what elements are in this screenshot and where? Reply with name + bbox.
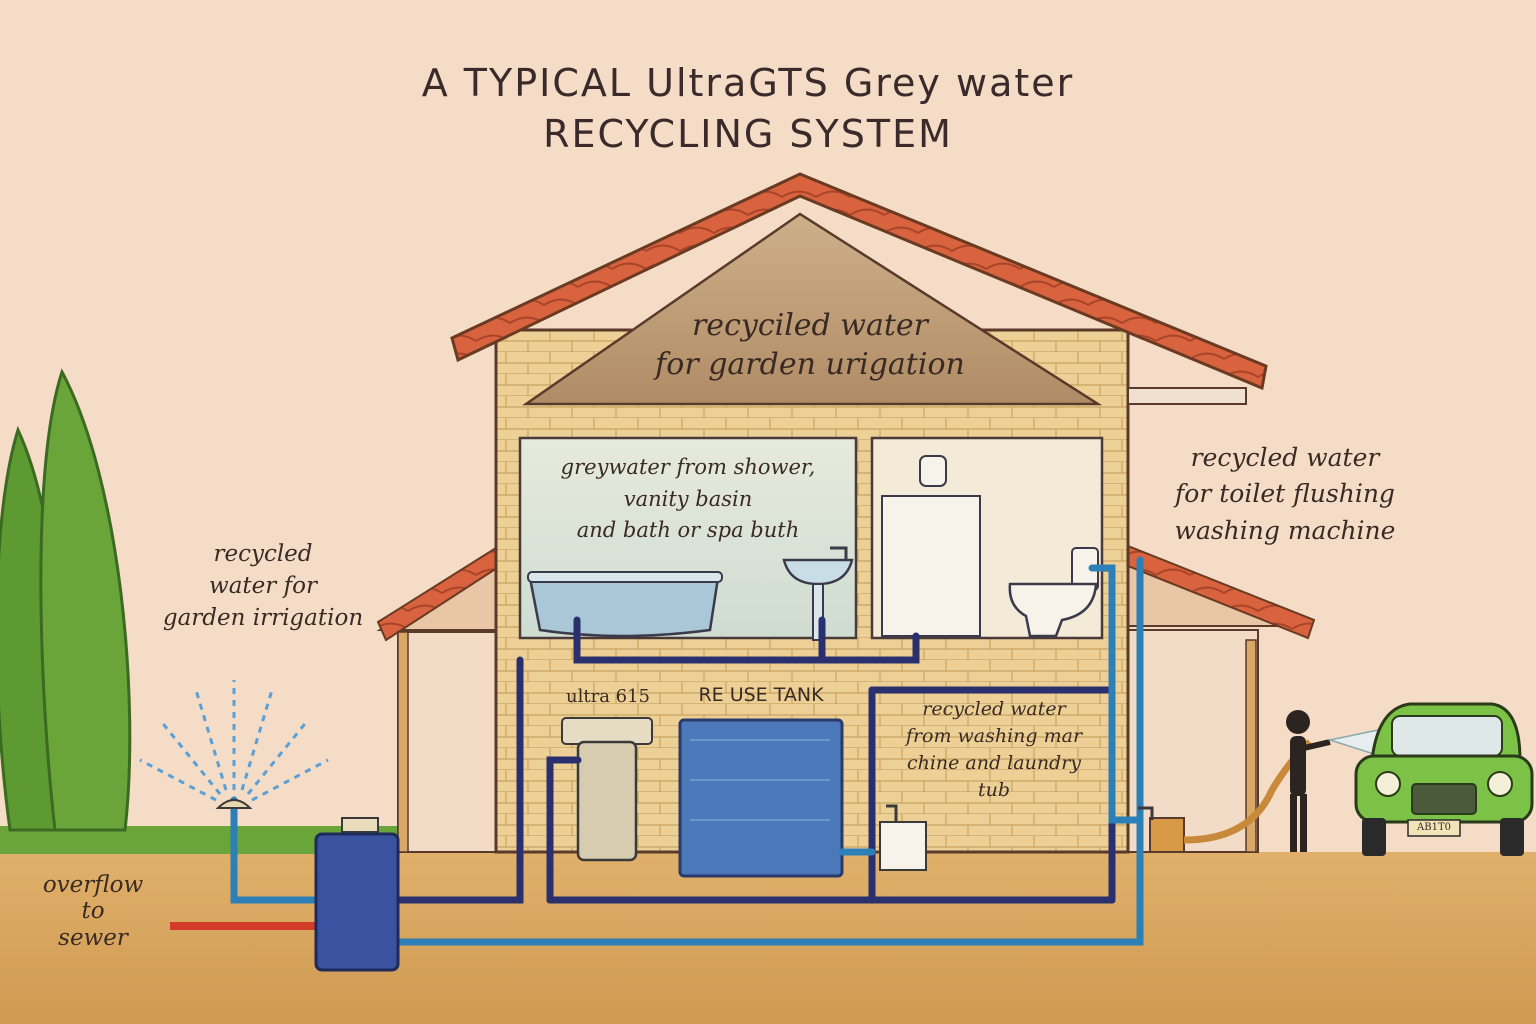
toilet-flushing-line-3: washing machine (1174, 515, 1396, 545)
bathroom-label: greywater from shower, vanity basin and … (530, 452, 846, 547)
pipes-greywater (394, 616, 1116, 904)
filter-label: ultra 615 (566, 686, 650, 707)
pipes-recycled (230, 556, 1144, 946)
tank-icon (678, 718, 844, 878)
filter-icon (561, 717, 653, 862)
gutter (1127, 387, 1247, 405)
overflow-line-2: to (81, 898, 105, 925)
garden-irrigation-line-3: garden irrigation (162, 605, 364, 632)
bathroom-label-line-2: vanity basin (623, 486, 753, 511)
laundry-label-line-1: recycled water (922, 698, 1066, 720)
overflow-pipe (170, 922, 320, 930)
attic-label-line-1: recyciled water (691, 308, 929, 343)
bathtub-icon (527, 571, 723, 638)
title-line-2: RECYCLING SYSTEM (543, 112, 953, 157)
title-line-1: A TYPICAL UltraGTS Grey water (421, 61, 1075, 105)
overflow-label: overflow to sewer (28, 872, 158, 951)
attic (522, 212, 1103, 406)
tap-icon (1138, 806, 1185, 853)
left-wing (376, 546, 502, 853)
toilet-flushing-line-2: for toilet flushing (1175, 479, 1395, 509)
car-icon (1354, 702, 1534, 856)
laundry-label-line-4: tub (977, 778, 1011, 801)
laundry-label: recycled water from washing mar chine an… (876, 696, 1112, 804)
car-plate: AB1T0 (1417, 822, 1451, 833)
tree-icon (0, 368, 132, 832)
underground-tank-icon (314, 817, 400, 972)
cistern-icon (881, 455, 981, 637)
main-roof (450, 172, 1268, 391)
laundry-tub-icon (879, 804, 927, 871)
garden-irrigation-line-1: recycled (213, 541, 313, 567)
ground (0, 852, 1536, 1024)
toilet-flushing-line-1: recycled water (1190, 443, 1380, 472)
sprinkler-icon (139, 680, 329, 809)
attic-label-line-2: for garden urigation (655, 347, 965, 382)
right-wing (1127, 544, 1316, 853)
page-title: A TYPICAL UltraGTS Grey water RECYCLING … (268, 58, 1228, 161)
tank-label: RE USE TANK (698, 684, 824, 706)
overflow-line-1: overflow (42, 872, 144, 898)
laundry-label-line-2: from washing mar (905, 724, 1083, 747)
toilet-icon (1008, 547, 1099, 638)
bathroom-label-line-3: and bath or spa buth (576, 518, 800, 542)
garden-irrigation-line-2: water for (209, 573, 317, 600)
attic-label: recyciled water for garden urigation (560, 306, 1060, 384)
bathroom-label-line-1: greywater from shower, (560, 455, 816, 479)
toilet-flushing-label: recycled water for toilet flushing washi… (1130, 440, 1440, 549)
overflow-line-3: sewer (58, 924, 128, 951)
garden-irrigation-label: recycled water for garden irrigation (138, 538, 388, 635)
basin-icon (782, 546, 854, 641)
laundry-label-line-3: chine and laundry (906, 751, 1082, 774)
person-icon (1286, 710, 1331, 852)
